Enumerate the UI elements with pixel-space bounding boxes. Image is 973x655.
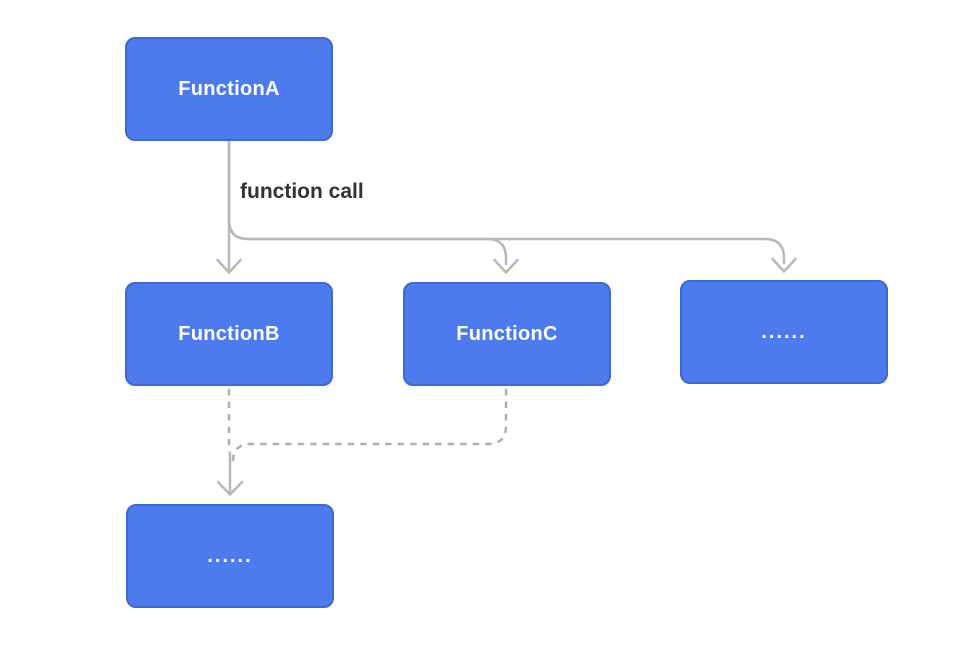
node-more-nested: ...... (126, 504, 334, 608)
node-function-b: FunctionB (125, 282, 333, 386)
node-more-callees: ...... (680, 280, 888, 384)
arrowhead-down-icon (771, 257, 797, 273)
node-more-nested-label: ...... (207, 544, 253, 567)
arrowhead-down-icon (216, 258, 242, 274)
edge-functionc-morenested (231, 389, 508, 462)
arrowhead-down-icon (493, 258, 519, 274)
edge-label-function-call: function call (240, 180, 364, 203)
edge-functiona-morecallees (227, 139, 786, 265)
node-function-c-label: FunctionC (456, 322, 558, 345)
node-function-c: FunctionC (403, 282, 611, 386)
node-function-a-label: FunctionA (178, 77, 280, 100)
arrowhead-down-icon (216, 480, 244, 496)
node-function-b-label: FunctionB (178, 322, 280, 345)
node-function-a: FunctionA (125, 37, 333, 141)
node-more-callees-label: ...... (761, 320, 807, 343)
